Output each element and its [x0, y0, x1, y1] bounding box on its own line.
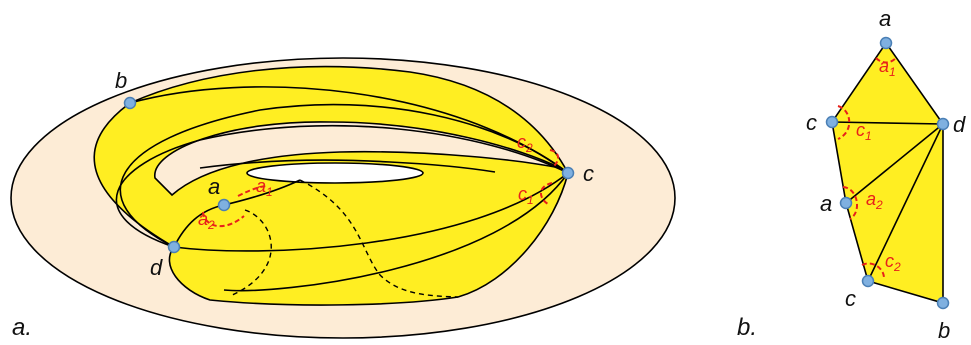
panel-b-label: b.	[737, 314, 757, 341]
vertex-label-d: d	[150, 255, 163, 280]
edge-d-c-bottom	[173, 172, 569, 252]
vertex-label-c: c	[583, 161, 594, 186]
vertex-b-c-top	[825, 115, 839, 129]
angle-label-b-a2: a2	[866, 189, 883, 212]
vertex-label-a: a	[208, 174, 220, 199]
angle-label-c2: c2	[517, 132, 533, 155]
edge-d-c-upper	[119, 103, 569, 248]
vertex-a	[217, 198, 231, 212]
angle-arc-a1	[237, 185, 269, 197]
edge-c-d	[831, 121, 944, 125]
angle-arc-c2	[549, 149, 560, 167]
vertex-d	[167, 240, 181, 254]
angle-arc-b-a2	[842, 186, 859, 220]
vertex-label-b-a-mid: a	[820, 191, 832, 216]
angle-label-c1: c1	[518, 184, 534, 207]
vertex-b-a-mid	[839, 196, 853, 210]
ridge-upper	[199, 159, 496, 173]
vertex-b-a-top	[879, 36, 893, 50]
vertex-label-b-c-bottom: c	[845, 286, 856, 311]
hidden-edge-left	[229, 209, 272, 297]
angle-arc-b-c1	[837, 105, 851, 140]
angle-label-a2: a2	[198, 209, 215, 232]
angle-label-b-c2: c2	[885, 251, 901, 274]
vertex-b-b	[936, 296, 950, 310]
angle-label-b-a1: a1	[879, 56, 896, 79]
angle-arc-b-c2	[861, 262, 885, 279]
edge-a-d	[845, 123, 944, 204]
vertex-label-b-b: b	[938, 318, 950, 343]
vertex-label-b-d: d	[953, 112, 966, 137]
angle-arc-b-a1	[875, 57, 897, 64]
edge-d-c-lower	[115, 124, 569, 248]
ridge-hole	[246, 162, 424, 184]
angle-arc-a2	[202, 211, 245, 227]
vertex-label-b: b	[115, 68, 127, 93]
vertex-b-c-bottom	[861, 274, 875, 288]
vertex-c	[561, 166, 575, 180]
edge-a-c	[223, 172, 569, 292]
panel-b: a c d a c b a1 c1 a2 c2 b.	[737, 6, 966, 343]
angle-label-b-c1: c1	[856, 120, 872, 143]
edge-c-d-lower	[867, 123, 944, 282]
vertex-label-b-c-top: c	[806, 110, 817, 135]
hidden-edge-right	[299, 179, 459, 298]
edge-a-hole	[223, 179, 301, 206]
panel-a: b a d c a1 a2 c2 c1 a.	[10, 57, 676, 341]
vertex-label-b-a-top: a	[879, 6, 891, 31]
angle-label-a1: a1	[256, 176, 273, 199]
angle-arc-c1	[540, 182, 553, 205]
edge-d-a	[173, 204, 225, 248]
panel-a-label: a.	[12, 314, 32, 341]
vertex-b	[123, 96, 137, 110]
vertex-b-d	[936, 117, 950, 131]
